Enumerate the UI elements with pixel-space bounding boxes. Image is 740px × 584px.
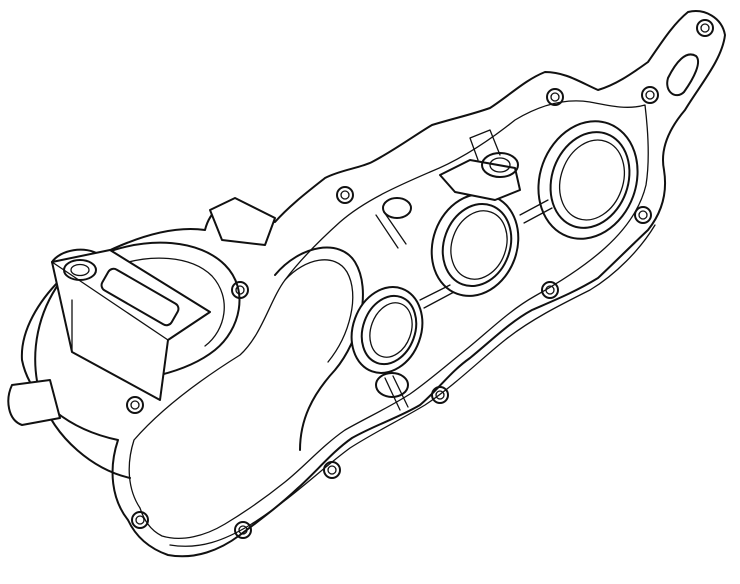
bolt-hole: [435, 390, 445, 400]
pocket-2: [375, 372, 409, 398]
bolt-hole: [700, 23, 710, 33]
rib-3: [519, 199, 553, 224]
sensor-boss-post: [469, 129, 501, 161]
mount-slot: [100, 267, 180, 327]
lower-boss: [7, 379, 61, 426]
bearing-bore-2-ring: [441, 202, 513, 288]
mount-block-top: [51, 249, 211, 341]
center-web-inner: [284, 259, 354, 363]
bolt-hole: [541, 281, 559, 299]
bolt-hole: [431, 386, 449, 404]
sensor-boss-cap: [481, 152, 519, 178]
rib-4: [384, 375, 409, 411]
bolt-hole: [238, 525, 248, 535]
flange-lower-edge: [169, 224, 656, 547]
bolt-hole: [634, 206, 652, 224]
bolt-hole: [126, 396, 144, 414]
bearing-bore-2-inner: [450, 210, 508, 280]
rib-1: [375, 211, 407, 249]
housing-inner-flange: [128, 100, 649, 539]
bell-housing-rim: [99, 241, 241, 376]
bolt-hole: [638, 210, 648, 220]
rib-2: [419, 284, 455, 309]
bolt-hole: [131, 511, 149, 529]
mount-bolt-hole: [63, 259, 97, 281]
bolt-hole: [135, 515, 145, 525]
bolt-hole: [641, 86, 659, 104]
bell-housing-inner: [109, 257, 225, 347]
bearing-bore-1-inner: [369, 302, 413, 358]
bearing-bore-1-ring: [360, 294, 418, 366]
bolt-hole: [336, 186, 354, 204]
bolt-hole: [231, 281, 249, 299]
bolt-hole: [234, 521, 252, 539]
bearing-bore-3-ring: [549, 131, 631, 229]
bolt-hole: [696, 19, 714, 37]
bolt-hole: [130, 400, 140, 410]
bearing-bore-1-outer: [350, 286, 424, 374]
bolt-hole: [550, 92, 560, 102]
bolt-hole: [340, 190, 350, 200]
bolt-hole: [545, 285, 555, 295]
sensor-boss-cap-inner: [489, 157, 511, 173]
mount-block-side: [71, 299, 169, 401]
bearing-bore-3-inner: [559, 139, 625, 221]
flange-bolt-holes: [126, 19, 714, 539]
sensor-boss: [439, 159, 521, 201]
housing-outer-outline: [20, 10, 726, 558]
bolt-hole: [546, 88, 564, 106]
pocket-1: [382, 197, 412, 219]
bolt-hole: [235, 285, 245, 295]
bolt-hole: [327, 465, 337, 475]
rear-tab: [209, 197, 276, 246]
bolt-hole: [323, 461, 341, 479]
bolt-hole: [645, 90, 655, 100]
mount-bolt-hole-inner: [70, 263, 90, 277]
upper-ear-slot: [666, 53, 700, 97]
